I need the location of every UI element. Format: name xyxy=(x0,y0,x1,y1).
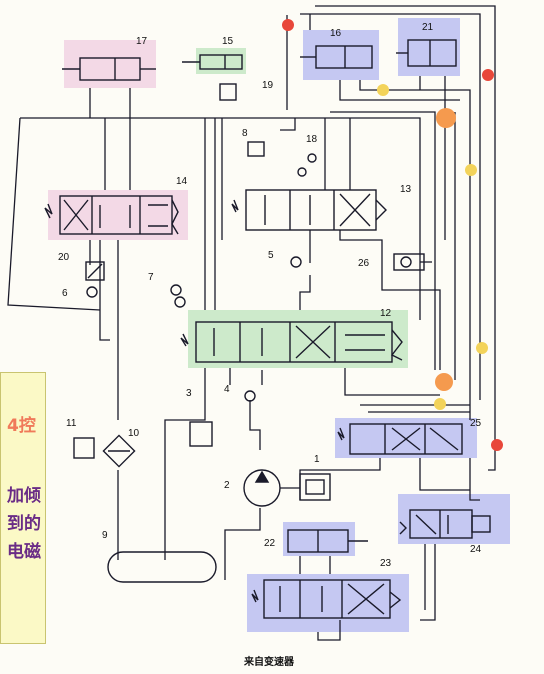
label-3: 3 xyxy=(186,388,192,399)
highlight-valve-12 xyxy=(188,310,408,368)
label-19: 19 xyxy=(262,80,274,91)
label-10: 10 xyxy=(128,428,140,439)
red-dot xyxy=(482,69,494,81)
label-21: 21 xyxy=(422,22,434,33)
valve-25 xyxy=(349,423,463,455)
label-4: 4 xyxy=(224,384,230,395)
valve-20 xyxy=(85,261,105,281)
highlight-cylinder-15 xyxy=(196,48,246,74)
label-7: 7 xyxy=(148,272,154,283)
valve-14 xyxy=(59,195,173,235)
highlight-valve-14 xyxy=(48,190,188,240)
note-box: 4控 加倾 到的 电磁 xyxy=(0,372,46,644)
label-25: 25 xyxy=(470,418,482,429)
check-valve-5 xyxy=(290,256,302,268)
note-line: 4控 xyxy=(7,416,36,436)
red-dot xyxy=(282,19,294,31)
caption: 来自变速器 xyxy=(243,655,295,668)
label-6: 6 xyxy=(62,288,68,299)
check-valve-6 xyxy=(86,286,98,298)
highlight-cylinder-22 xyxy=(283,522,355,556)
label-24: 24 xyxy=(470,544,482,555)
label-5: 5 xyxy=(268,250,274,261)
note-line: 加倾 xyxy=(7,486,41,506)
label-17: 17 xyxy=(136,36,148,47)
yellow-dot xyxy=(377,84,389,96)
valve-3 xyxy=(189,421,213,447)
label-26: 26 xyxy=(358,258,370,269)
label-20: 20 xyxy=(58,252,70,263)
label-18: 18 xyxy=(306,134,318,145)
cylinders xyxy=(62,39,457,553)
components xyxy=(73,83,425,583)
component-labels: 1 2 3 4 5 6 7 8 9 10 11 12 13 14 15 16 1… xyxy=(58,22,482,569)
label-8: 8 xyxy=(242,128,248,139)
label-11: 11 xyxy=(66,418,77,429)
orange-dot xyxy=(436,108,456,128)
highlight-cylinder-17 xyxy=(64,40,156,88)
directional-valves xyxy=(44,189,491,619)
pump-2 xyxy=(243,469,281,507)
yellow-dot xyxy=(476,342,488,354)
marker-dots xyxy=(282,19,503,451)
note-line: 到的 xyxy=(7,514,41,534)
label-9: 9 xyxy=(102,530,108,541)
valve-12 xyxy=(195,321,393,363)
tank-9 xyxy=(107,551,217,583)
highlight-valve-24 xyxy=(398,494,510,544)
valve-8 xyxy=(247,141,265,157)
highlight-valve-23 xyxy=(247,574,409,632)
valve-26 xyxy=(393,253,425,271)
valve-23 xyxy=(263,579,391,619)
pipe-network xyxy=(7,5,496,641)
valve-11 xyxy=(73,437,95,459)
orange-dot xyxy=(435,373,453,391)
check-valve-4 xyxy=(244,390,256,402)
valve-13 xyxy=(245,189,377,231)
label-12: 12 xyxy=(380,308,392,319)
motor-1 xyxy=(299,473,331,501)
red-dot xyxy=(491,439,503,451)
label-2: 2 xyxy=(224,480,230,491)
yellow-dot xyxy=(465,164,477,176)
label-22: 22 xyxy=(264,538,276,549)
label-16: 16 xyxy=(330,28,342,39)
check-valve-18 xyxy=(307,153,317,163)
note-line: 电磁 xyxy=(7,542,41,562)
label-15: 15 xyxy=(222,36,234,47)
label-1: 1 xyxy=(314,454,320,465)
valve-19 xyxy=(219,83,237,101)
check-valve-7 xyxy=(170,284,182,296)
yellow-dot xyxy=(434,398,446,410)
label-13: 13 xyxy=(400,184,412,195)
filter-10 xyxy=(102,434,136,468)
label-23: 23 xyxy=(380,558,392,569)
label-14: 14 xyxy=(176,176,188,187)
